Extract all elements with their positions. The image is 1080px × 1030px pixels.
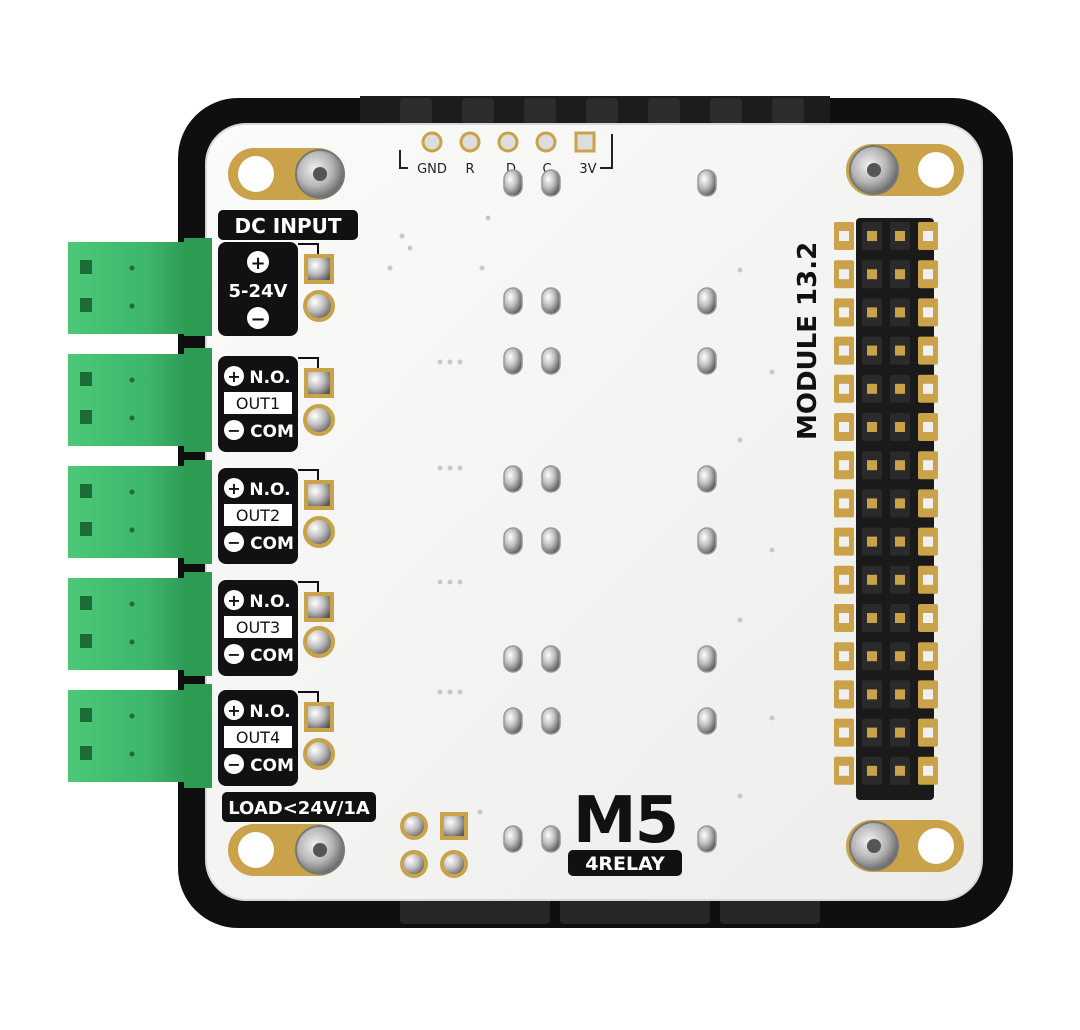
out1-plus: + (227, 367, 240, 386)
relay-solder-joints (503, 169, 717, 853)
dc-voltage: 5-24V (229, 281, 288, 302)
terminal-block-out2 (68, 460, 212, 564)
out1-no: N.O. (249, 368, 290, 388)
terminal-block-out3 (68, 572, 212, 676)
out1-minus: − (227, 421, 240, 440)
out3-plus: + (227, 591, 240, 610)
dc-input-title: DC INPUT (235, 214, 342, 238)
load-rating-text: LOAD<24V/1A (228, 798, 370, 819)
product-name: 4RELAY (585, 853, 665, 875)
terminal-blocks (68, 238, 212, 788)
out3-com: COM (250, 646, 294, 666)
m5-logo: M5 4RELAY (568, 784, 682, 876)
out2-name: OUT2 (236, 506, 280, 525)
terminal-block-out4 (68, 684, 212, 788)
out4-plus: + (227, 701, 240, 720)
out2-minus: − (227, 533, 240, 552)
pin-label-r: R (465, 162, 474, 177)
out4-name: OUT4 (236, 728, 280, 747)
pin-label-3v: 3V (579, 162, 596, 177)
out4-com: COM (250, 756, 294, 776)
pin-label-gnd: GND (417, 162, 447, 177)
dc-plus: + (250, 253, 265, 274)
mounting-holes (228, 144, 964, 876)
out4-no: N.O. (249, 702, 290, 722)
out4-minus: − (227, 755, 240, 774)
output-3-label: + N.O. OUT3 − COM (218, 580, 335, 676)
top-pin-header: GND R D C 3V (399, 131, 613, 177)
vias (387, 215, 775, 827)
out2-plus: + (227, 479, 240, 498)
pin-label-c: C (542, 162, 551, 177)
out2-no: N.O. (249, 480, 290, 500)
output-4-label: + N.O. OUT4 − COM (218, 690, 335, 786)
out1-com: COM (250, 422, 294, 442)
load-rating-label: LOAD<24V/1A (222, 792, 376, 822)
out3-minus: − (227, 645, 240, 664)
output-1-label: + N.O. OUT1 − COM (218, 356, 335, 452)
dc-minus: − (250, 309, 265, 330)
bottom-left-pads (400, 812, 468, 878)
out3-no: N.O. (249, 592, 290, 612)
output-2-label: + N.O. OUT2 − COM (218, 468, 335, 564)
out3-name: OUT3 (236, 618, 280, 637)
terminal-block-out1 (68, 348, 212, 452)
module-version: MODULE 13.2 (793, 242, 823, 440)
dc-input-section: DC INPUT + 5-24V − (218, 210, 358, 336)
out1-name: OUT1 (236, 394, 280, 413)
right-pin-header (834, 218, 938, 800)
out2-com: COM (250, 534, 294, 554)
terminal-block-dc (68, 238, 212, 336)
m5-logo-text: M5 (573, 784, 677, 858)
